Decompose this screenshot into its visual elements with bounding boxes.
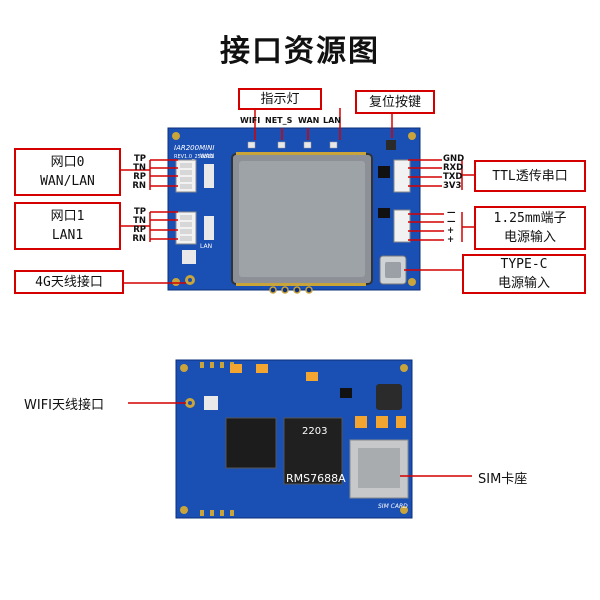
lan0-label-line2: WAN/LAN: [40, 174, 95, 189]
page-title: 接口资源图: [220, 34, 380, 69]
leader-lines: [121, 108, 474, 477]
lan0-pin-rn: RN: [132, 181, 146, 191]
lan1-pin-rn: RN: [132, 234, 146, 244]
power-pin-3: +: [447, 226, 455, 236]
power-label-line2: 电源输入: [503, 230, 556, 245]
sim-slot-label: SIM卡座: [478, 472, 528, 487]
top-board: [167, 127, 421, 294]
typec-label-line2: 电源输入: [497, 276, 550, 291]
lan1-label-line1: 网口1: [50, 209, 85, 224]
led-label-wan: WAN: [298, 116, 320, 125]
lan0-pin-rp: RP: [133, 172, 146, 182]
sim-silk-text: SIM CARD: [378, 503, 408, 510]
lan0-label-line1: 网口0: [50, 155, 85, 170]
wifi-antenna-label: WIFI天线接口: [24, 398, 104, 413]
power-pin-4: +: [447, 235, 455, 245]
indicator-label: 指示灯: [260, 91, 300, 107]
ttl-callout: TTL透传串口: [474, 160, 586, 192]
lan0-callout: 网口0 WAN/LAN: [14, 148, 121, 196]
4g-antenna-callout: 4G天线接口: [14, 270, 124, 294]
board-lan-silk: LAN: [200, 243, 212, 250]
chip-name-text: RMS7688A: [286, 472, 346, 485]
board-wan-silk: WAN: [200, 153, 214, 160]
led-label-wifi: WIFI: [240, 116, 261, 125]
power-callout: 1.25mm端子 电源输入: [474, 206, 586, 250]
typec-callout: TYPE-C 电源输入: [462, 254, 586, 294]
chip-date-text: 2203: [302, 426, 327, 437]
led-label-lan: LAN: [323, 116, 341, 125]
power-pin-2: —: [447, 217, 456, 227]
lan1-pin-tp: TP: [133, 207, 146, 217]
lan1-pin-rp: RP: [133, 225, 146, 235]
bottom-board: [175, 359, 413, 519]
ttl-label: TTL透传串口: [492, 168, 568, 184]
board-model-text: IAR200MINI: [174, 144, 214, 152]
power-pins: — — + +: [447, 209, 461, 245]
lan1-label-line2: LAN1: [51, 228, 84, 243]
ttl-pin-gnd: GND: [443, 154, 465, 164]
lan0-pin-tn: TN: [133, 163, 146, 173]
ttl-pin-txd: TXD: [443, 172, 463, 182]
led-label-net-s: NET_S: [265, 116, 293, 125]
lan0-pin-tp: TP: [133, 154, 146, 164]
board-rev-text: REV1.0_250822: [174, 154, 214, 160]
reset-label: 复位按键: [368, 94, 421, 110]
lan0-pins: TP TN RP RN: [126, 155, 146, 191]
reset-callout: 复位按键: [355, 90, 435, 114]
ttl-pins: GND RXD TXD 3V3: [443, 155, 469, 191]
4g-antenna-label: 4G天线接口: [35, 274, 103, 290]
lan1-pins: TP TN RP RN: [126, 208, 146, 244]
lan1-callout: 网口1 LAN1: [14, 202, 121, 250]
typec-label-line1: TYPE-C: [500, 257, 548, 272]
power-pin-1: —: [447, 208, 456, 218]
power-label-line1: 1.25mm端子: [493, 211, 567, 226]
ttl-pin-3v3: 3V3: [443, 181, 462, 191]
indicator-callout: 指示灯: [238, 88, 322, 110]
lan1-pin-tn: TN: [133, 216, 146, 226]
ttl-pin-rxd: RXD: [443, 163, 464, 173]
